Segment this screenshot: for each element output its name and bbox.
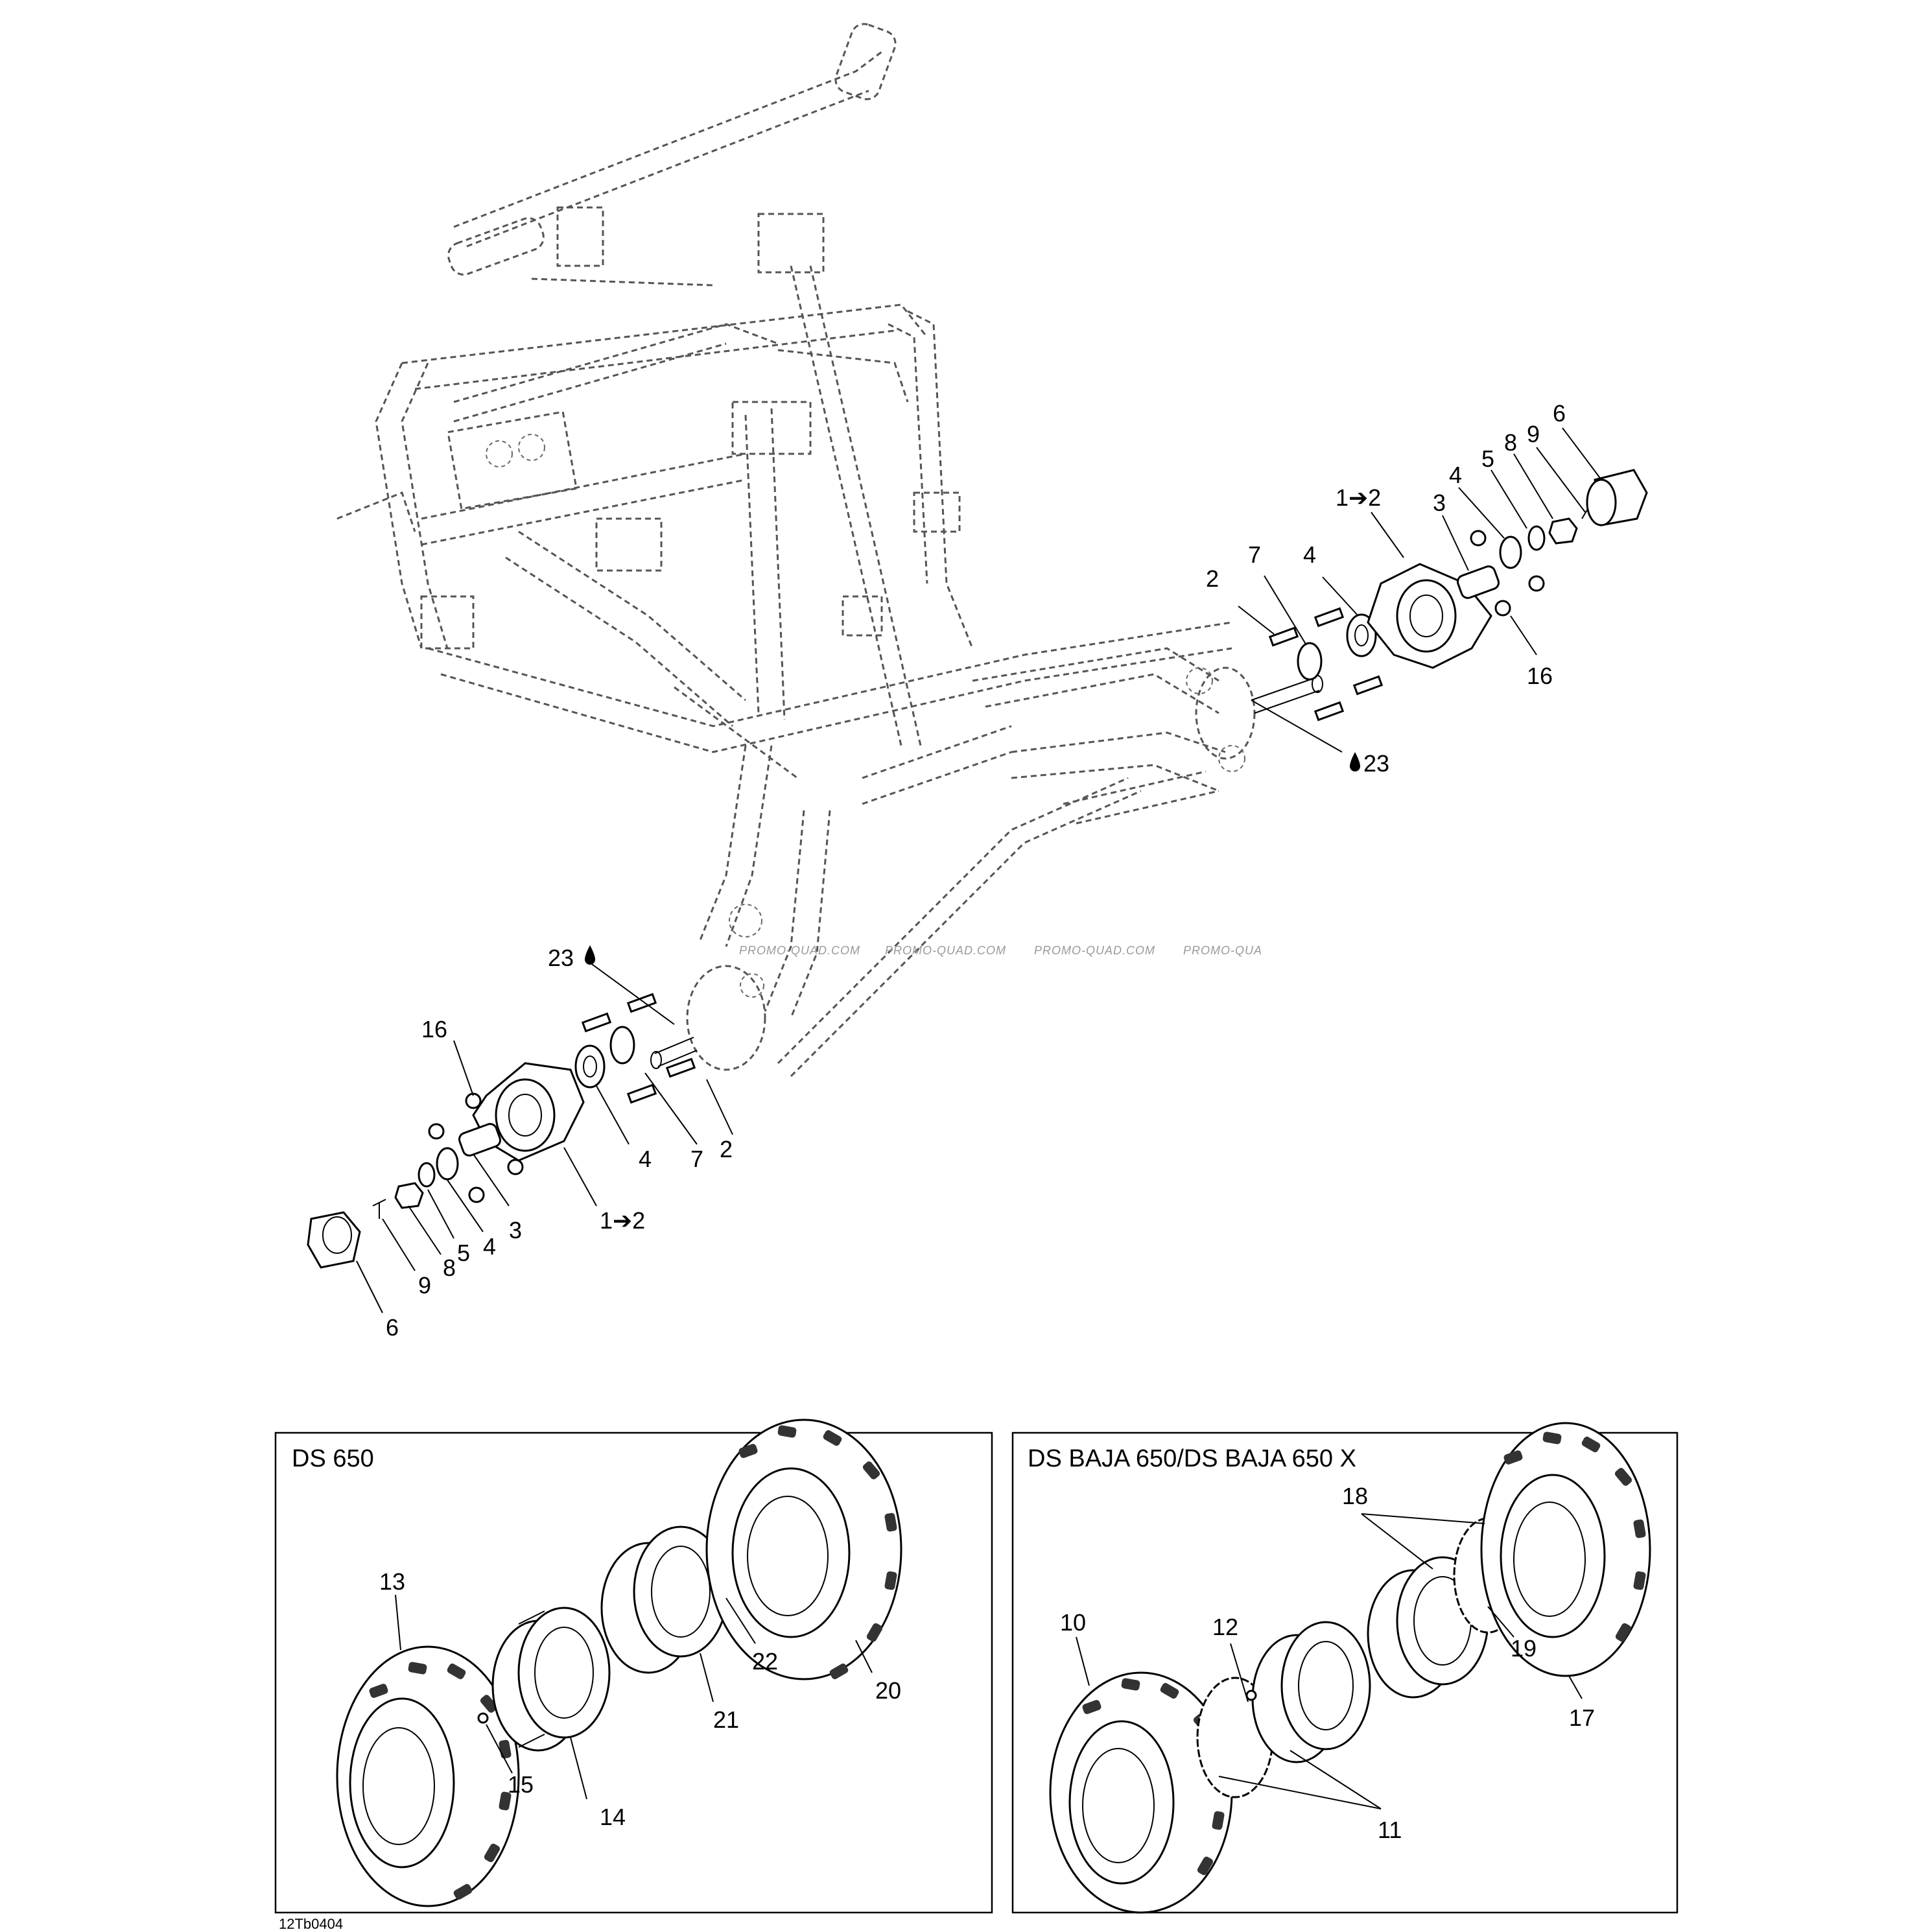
callout-bearing-left: 4 — [639, 1146, 652, 1172]
left-hub-assembly — [307, 962, 733, 1314]
callout-stud-left: 2 — [720, 1136, 733, 1162]
valve-stem-icon — [477, 1712, 489, 1724]
baja-front-tire-icon — [1049, 1671, 1233, 1914]
right-hub-assembly — [1238, 427, 1648, 753]
seal-icon — [1297, 642, 1323, 681]
callout-wheel-nut: 16 — [1527, 663, 1553, 689]
callout-bearing-2: 4 — [1449, 462, 1462, 488]
callout-hub-left: 1➔2 — [600, 1207, 645, 1234]
grease-drop-icon — [1350, 752, 1360, 772]
callout-11: 11 — [1378, 1817, 1402, 1843]
callout-cap: 6 — [1553, 400, 1566, 427]
baja-rear-tire-icon — [1480, 1422, 1651, 1677]
callout-22: 22 — [752, 1648, 778, 1675]
callouts-left: 23 16 2 7 4 1➔2 3 4 5 8 9 6 — [386, 945, 733, 1341]
callout-cap-left: 6 — [386, 1314, 399, 1341]
callout-cotter-left: 9 — [418, 1272, 431, 1299]
callout-nut: 8 — [1504, 429, 1517, 456]
callout-14: 14 — [600, 1804, 626, 1830]
spacer-icon — [1456, 565, 1500, 599]
callout-19: 19 — [1511, 1635, 1537, 1662]
panel-ds-650: DS 650 — [274, 1419, 993, 1914]
svg-text:PROMO-QUAD.COM: PROMO-QUAD.COM — [739, 944, 860, 957]
panel-title-right: DS BAJA 650/DS BAJA 650 X — [1028, 1445, 1356, 1472]
callout-21: 21 — [713, 1706, 739, 1733]
rim-icon — [491, 1607, 611, 1752]
svg-text:PROMO-QUAD.COM: PROMO-QUAD.COM — [885, 944, 1006, 957]
watermark: PROMO-QUAD.COM PROMO-QUAD.COM PROMO-QUAD… — [739, 944, 1262, 957]
castle-nut-icon — [1548, 517, 1578, 545]
svg-text:PROMO-QUAD.COM: PROMO-QUAD.COM — [1034, 944, 1155, 957]
rear-tire-icon — [705, 1419, 902, 1680]
callout-20: 20 — [875, 1677, 901, 1704]
callout-hub: 1➔2 — [1336, 484, 1381, 511]
callout-nut-left: 8 — [443, 1255, 456, 1281]
callout-bearing: 4 — [1303, 541, 1316, 568]
callout-grease: 23 — [1363, 750, 1389, 777]
atv-frame — [336, 23, 1256, 1078]
callout-wheel-nut-left: 16 — [421, 1016, 447, 1043]
callout-spacer: 3 — [1433, 489, 1446, 516]
callout-seal: 7 — [1248, 541, 1261, 568]
rear-rim-icon — [600, 1526, 729, 1674]
callouts-right: 2 7 4 1➔2 3 4 5 8 9 6 16 23 — [1206, 400, 1566, 777]
callout-cotter-pin: 9 — [1527, 421, 1540, 447]
callout-17: 17 — [1569, 1704, 1595, 1731]
grease-drop-icon-left — [585, 945, 595, 965]
panel-ds-baja: DS BAJA 650/DS BAJA 650 X — [1011, 1422, 1679, 1914]
drawing-code: 12Tb0404 — [279, 1916, 343, 1932]
panel-title-left: DS 650 — [292, 1445, 374, 1472]
washer-icon — [1527, 525, 1546, 551]
callout-stud: 2 — [1206, 565, 1219, 592]
svg-text:PROMO-QUA: PROMO-QUA — [1183, 944, 1262, 957]
callout-seal-left: 7 — [690, 1146, 703, 1172]
callout-12: 12 — [1212, 1614, 1238, 1640]
callout-spacer-left: 3 — [509, 1217, 522, 1243]
callout-grease-left: 23 — [548, 945, 574, 971]
hub-cap-icon — [1586, 469, 1648, 526]
bearing-icon — [1346, 613, 1377, 657]
callout-washer: 5 — [1481, 445, 1494, 472]
callout-washer-left: 5 — [457, 1240, 470, 1266]
callout-15: 15 — [508, 1771, 534, 1798]
callout-13: 13 — [379, 1568, 405, 1595]
callout-10: 10 — [1060, 1609, 1086, 1636]
callout-18: 18 — [1342, 1483, 1368, 1509]
tire-icon — [336, 1645, 520, 1907]
stud-icon — [1268, 607, 1384, 722]
callout-bearing-left-2: 4 — [483, 1233, 496, 1260]
